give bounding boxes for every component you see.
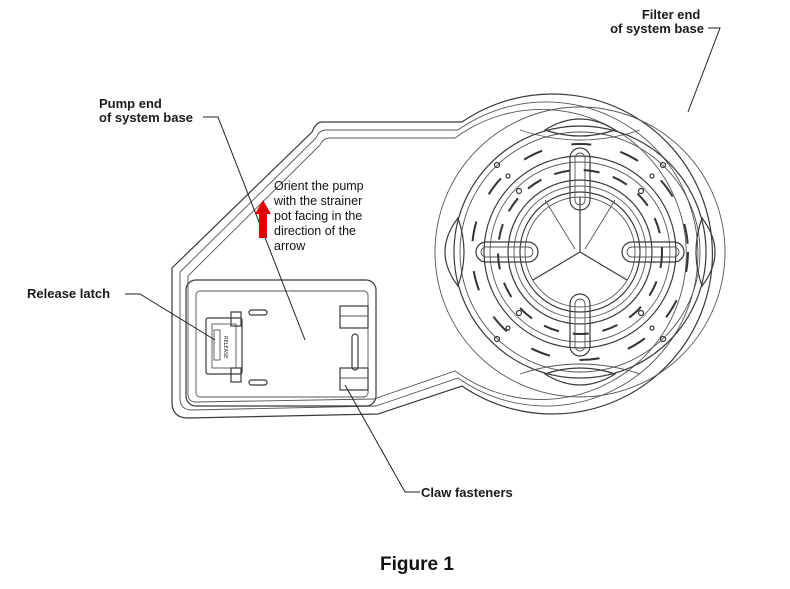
release-latch-label: Release latch: [27, 286, 110, 301]
orientation-note: Orient the pump with the strainer pot fa…: [273, 179, 367, 253]
pump-end-label: Pump end of system base: [99, 96, 193, 125]
release-latch-text: RELEASE: [222, 336, 228, 358]
system-base-outline: [171, 93, 714, 419]
mount-slots: [248, 309, 268, 386]
up-arrow-icon: [255, 200, 271, 238]
claw-fasteners: [339, 305, 369, 391]
leader-lines: [125, 27, 721, 493]
figure-caption: Figure 1: [380, 554, 454, 575]
filter-end-label: Filter end of system base: [610, 7, 704, 36]
release-latch: RELEASE: [205, 311, 243, 383]
claw-fasteners-label: Claw fasteners: [421, 485, 513, 500]
pump-mount-recess: [185, 279, 377, 407]
filter-end-base: [434, 106, 726, 398]
